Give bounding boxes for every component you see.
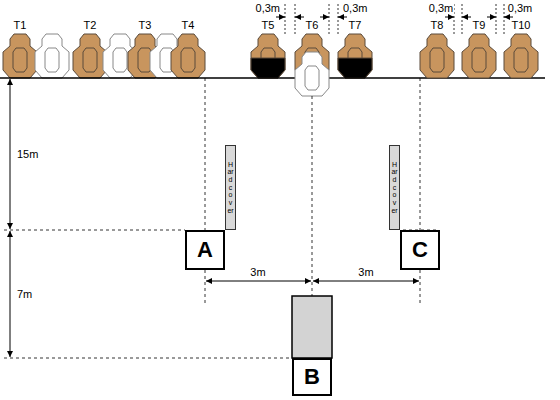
shoot-target xyxy=(462,34,496,78)
target-label: T7 xyxy=(348,19,363,31)
no-shoot-target xyxy=(295,52,329,96)
target-label: T1 xyxy=(13,19,28,31)
gap-guides xyxy=(285,4,504,34)
dimension-label: 7m xyxy=(16,288,33,300)
target-row xyxy=(3,34,205,78)
target-label: T9 xyxy=(472,19,487,31)
dimension-label: 0,3m xyxy=(428,2,454,14)
shooting-area xyxy=(292,296,332,358)
target-label: T5 xyxy=(261,19,276,31)
target-label: T4 xyxy=(181,19,196,31)
dimension-label: 0,3m xyxy=(255,2,281,14)
wall-label: Hardcover xyxy=(391,161,398,215)
shoot-target xyxy=(171,34,205,78)
position-letter: B xyxy=(304,366,320,388)
position-box: A xyxy=(185,230,225,270)
ground-line xyxy=(0,77,545,79)
dimension-label: 15m xyxy=(16,148,39,160)
hardcover-wall: Hardcover xyxy=(389,145,400,230)
offset-dimension xyxy=(206,281,419,282)
dimension-label: 3m xyxy=(357,266,374,278)
distance-dimension xyxy=(10,79,11,357)
dimension-label: 3m xyxy=(249,266,266,278)
gap-arrows xyxy=(276,17,513,18)
dimension-label: 0,3m xyxy=(342,2,368,14)
target-label: T10 xyxy=(511,19,532,31)
shoot-target xyxy=(420,34,454,78)
target-label: T6 xyxy=(305,19,320,31)
no-shoot-target xyxy=(35,34,69,78)
wall-label: Hardcover xyxy=(227,161,234,215)
partial-target xyxy=(338,34,372,78)
position-box: B xyxy=(292,358,332,396)
target-label: T3 xyxy=(138,19,153,31)
position-letter: C xyxy=(412,239,428,261)
shoot-target xyxy=(73,34,107,78)
position-box: C xyxy=(400,230,440,270)
reference-lines xyxy=(4,78,436,358)
target-group xyxy=(420,34,538,78)
hardcover-wall: Hardcover xyxy=(225,145,236,230)
target-label: T2 xyxy=(83,19,98,31)
target-label: T8 xyxy=(430,19,445,31)
shoot-target xyxy=(504,34,538,78)
position-letter: A xyxy=(197,239,213,261)
shoot-target xyxy=(3,34,37,78)
partial-target xyxy=(251,34,285,78)
dimension-label: 0,3m xyxy=(507,2,533,14)
